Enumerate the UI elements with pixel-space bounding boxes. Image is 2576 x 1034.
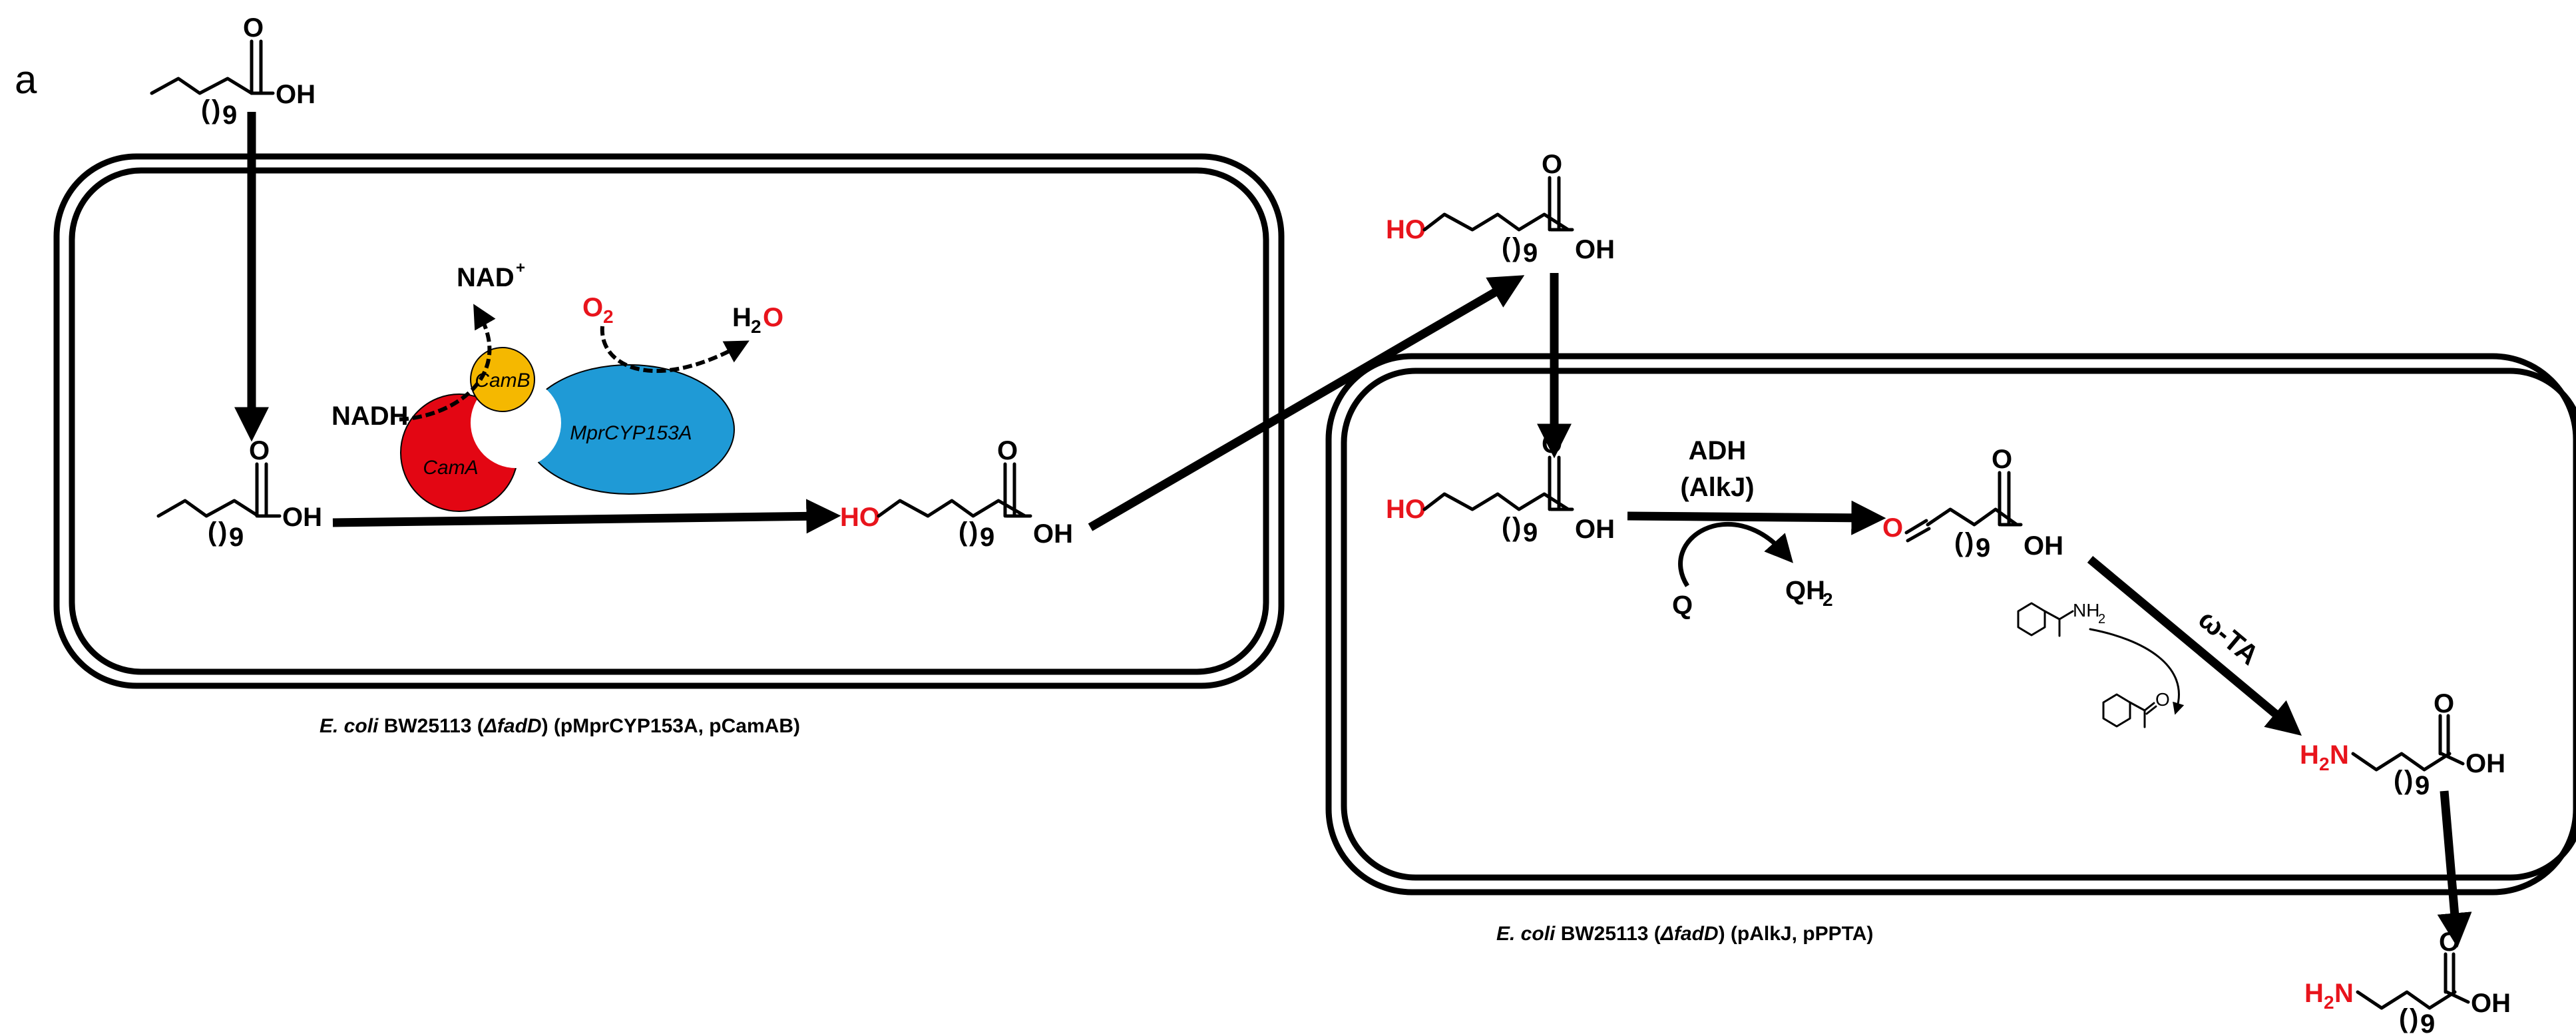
- chem-label: 9: [229, 523, 244, 552]
- chem-label: H: [2304, 979, 2324, 1008]
- cell2-caption: E. coli BW25113 (ΔfadD) (pAlkJ, pPPTA): [1496, 923, 1873, 945]
- chem-label: O: [763, 303, 783, 332]
- chem-label: O: [1992, 445, 2012, 474]
- chem-label: 2: [2319, 754, 2330, 774]
- adh-label: ADH: [1689, 436, 1747, 465]
- cell1-caption: E. coli BW25113 (ΔfadD) (pMprCYP153A, pC…: [320, 715, 800, 737]
- chem-label: OH: [2024, 531, 2063, 561]
- chem-label: ): [218, 517, 227, 547]
- hydroxylation-arrow: [332, 499, 841, 534]
- chem-label: OH: [2466, 749, 2505, 778]
- chem-label: (: [1502, 233, 1511, 262]
- chem-label: ): [969, 517, 978, 547]
- chem-label: 9: [2420, 1009, 2435, 1034]
- amine-donor: NH 2: [2017, 600, 2105, 637]
- chem-label: (: [959, 517, 968, 547]
- chem-label: O: [249, 436, 270, 465]
- chem-label: (: [2399, 1004, 2408, 1033]
- chem-label: NH: [2073, 600, 2099, 621]
- chem-label: HO: [840, 503, 880, 532]
- chem-label: (: [1502, 513, 1511, 542]
- molecule-oxododecanoic-acid: O O OH ( ) 9: [1882, 445, 2063, 563]
- omega-ta-label: ω-TA: [2193, 603, 2265, 671]
- oxidation-arrow: [1627, 500, 1886, 535]
- molecule-aminododecanoic-acid-product: H 2 N O OH ( ) 9: [2304, 927, 2511, 1034]
- chem-label: 9: [1523, 238, 1538, 268]
- qh2-label: QH: [1785, 576, 1825, 605]
- chem-label: OH: [1033, 519, 1073, 549]
- chem-label: 9: [1976, 533, 1990, 563]
- chem-label: ): [1965, 528, 1974, 557]
- q-label: Q: [1672, 591, 1693, 620]
- chem-label: 9: [1523, 518, 1538, 547]
- chem-label: O: [1882, 513, 1903, 543]
- chem-label: HO: [1386, 495, 1426, 524]
- chem-label: CamA: [423, 457, 478, 479]
- chem-label: HO: [1386, 215, 1426, 244]
- chem-label: OH: [276, 80, 316, 109]
- chem-label: N: [2330, 740, 2349, 770]
- o2-label: O: [582, 293, 603, 322]
- chem-label: OH: [1575, 515, 1615, 544]
- chem-label: O: [243, 13, 264, 43]
- molecule-hydroxydodecanoic-acid-extracellular: HO O OH ( ) 9: [1386, 150, 1615, 268]
- nadh-label: NADH: [331, 401, 409, 431]
- chem-label: 2: [2324, 992, 2334, 1013]
- o2-to-h2o-arrow: [600, 326, 750, 374]
- chem-label: 9: [980, 523, 994, 552]
- chem-label: (: [1954, 528, 1964, 557]
- chem-label: H: [2300, 740, 2319, 770]
- chem-label: OH: [2471, 989, 2511, 1018]
- molecule-aminododecanoic-acid-cell2: H 2 N O OH ( ) 9: [2300, 689, 2505, 800]
- chem-label: 2: [751, 316, 761, 337]
- chem-label: MprCYP153A: [570, 422, 692, 444]
- ketone-byproduct: O: [2102, 689, 2170, 728]
- chem-label: OH: [282, 503, 322, 532]
- molecule-hydroxydodecanoic-acid-cell1: HO O OH ( ) 9: [840, 436, 1073, 552]
- alkj-label: (AlkJ): [1680, 473, 1754, 502]
- chem-label: 2: [2098, 612, 2105, 627]
- molecule-hydroxydodecanoic-acid-cell2: HO O OH ( ) 9: [1386, 429, 1615, 547]
- chem-label: 2: [603, 306, 614, 327]
- amine-to-ketone-arrow: [2089, 628, 2185, 715]
- chem-label: ): [2410, 1004, 2418, 1033]
- chem-label: 9: [2415, 771, 2430, 800]
- chem-label: 2: [1823, 589, 1833, 610]
- chem-label: O: [2155, 689, 2170, 710]
- chem-label: O: [997, 436, 1018, 465]
- chem-label: (: [2394, 766, 2403, 795]
- chem-label: ): [212, 95, 220, 125]
- chem-label: (: [208, 517, 217, 547]
- export-arrow: [1088, 275, 1525, 531]
- transamination-arrow: [2087, 556, 2302, 736]
- nadh-to-nad-arrow: [399, 304, 496, 421]
- h2o-label: H: [732, 303, 751, 332]
- q-to-qh2-arrow: [1678, 522, 1793, 587]
- chem-label: +: [516, 259, 525, 277]
- chem-label: OH: [1575, 235, 1615, 264]
- panel-label: a: [15, 57, 37, 102]
- chem-label: 9: [222, 101, 237, 130]
- chem-label: N: [2334, 979, 2354, 1008]
- molecule-dodecanoic-acid-extracellular: O OH ( ) 9: [150, 13, 316, 130]
- chem-label: ): [1512, 233, 1521, 262]
- chem-label: (: [201, 95, 210, 125]
- cell-membrane-2: [1325, 353, 2576, 896]
- product-export-arrow: [2437, 790, 2472, 948]
- nad-plus-label: NAD: [457, 263, 515, 292]
- chem-label: O: [2434, 689, 2454, 718]
- molecule-dodecanoic-acid-intracellular: O OH ( ) 9: [156, 436, 322, 552]
- chem-label: ): [2404, 766, 2413, 795]
- chem-label: O: [1542, 150, 1562, 179]
- chem-label: ): [1512, 513, 1521, 542]
- enzyme-complex: MprCYP153A CamA CamB: [400, 347, 735, 512]
